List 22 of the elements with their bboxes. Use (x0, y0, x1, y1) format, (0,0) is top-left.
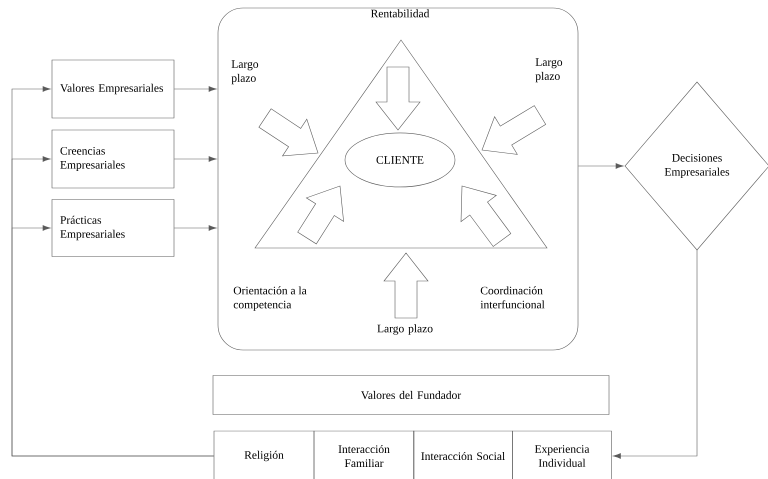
oval: CLIENTE (344, 132, 456, 188)
process-box: Prácticas Empresariales (52, 199, 174, 257)
label: Coordinación interfuncional (480, 286, 545, 308)
rounded-panel (218, 8, 578, 350)
process-box: Creencias Empresariales (52, 130, 174, 188)
process-box: Valores del Fundador (212, 375, 610, 415)
table-cell: Experiencia Individual (512, 430, 612, 479)
arrow (578, 163, 624, 169)
table-cell: Religión (214, 430, 314, 479)
label: Orientación a la competencia (234, 286, 307, 311)
arrow (174, 86, 217, 92)
label: Largo plazo (377, 324, 433, 335)
arrow (12, 225, 214, 456)
label: Largo plazo (232, 60, 258, 84)
arrow (612, 250, 698, 459)
label: Largo plazo (536, 58, 562, 82)
process-box: Valores Empresariales (52, 60, 174, 118)
arrow (174, 156, 217, 162)
arrow (174, 225, 217, 231)
label: Rentabilidad (370, 9, 430, 18)
table-cell: Interacción Familiar (314, 430, 414, 479)
table-cell: Interacción Social (413, 430, 513, 479)
